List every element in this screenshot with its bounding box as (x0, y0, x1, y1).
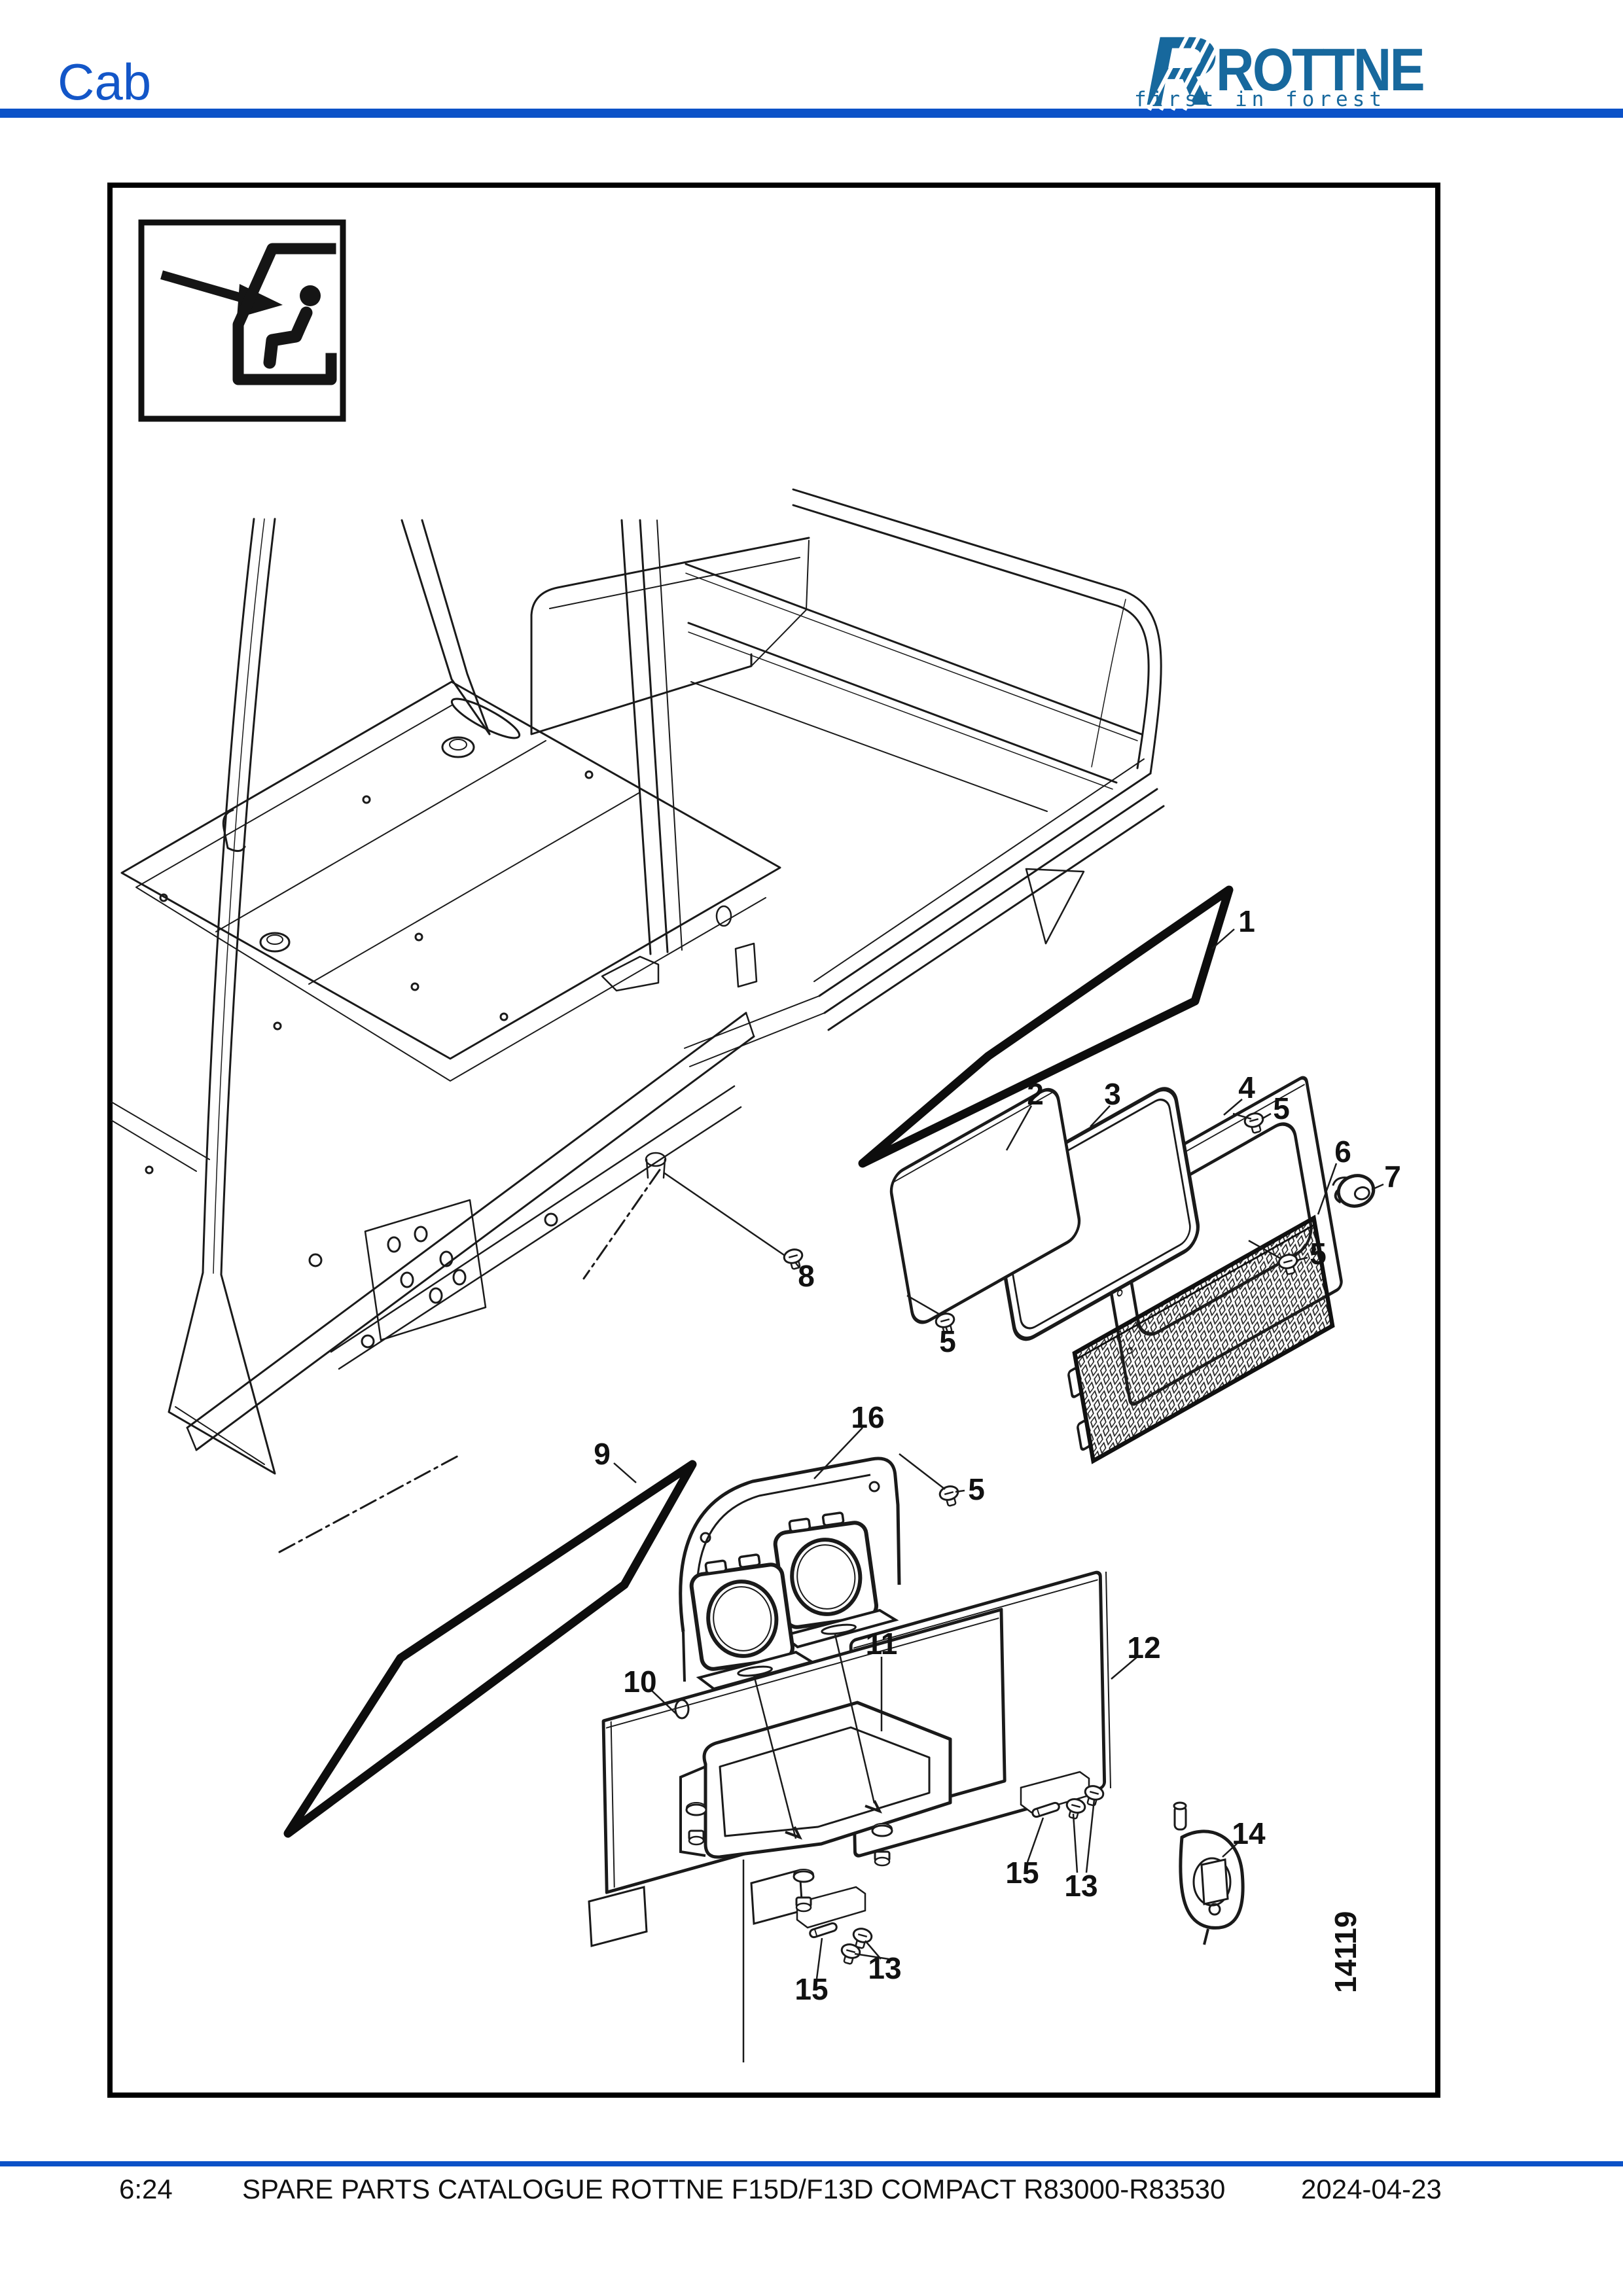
part-rear-window-seal (858, 885, 1234, 1168)
callout-label-5: 5 (1310, 1237, 1327, 1271)
callout-leader-line (1223, 1099, 1243, 1116)
callout-leader-line (1005, 1105, 1033, 1151)
part-mounting-bracket (679, 1701, 952, 1859)
callout-label-4: 4 (1238, 1070, 1255, 1104)
callout-leader-line (650, 1689, 677, 1715)
callout-label-8: 8 (798, 1259, 815, 1293)
page-title: Cab (58, 53, 151, 111)
brand-tagline: first in forest (1134, 88, 1386, 111)
callout-label-14: 14 (1232, 1816, 1266, 1850)
brand-logo: R ROTTNE first in forest (1134, 16, 1425, 126)
callout-label-13: 13 (868, 1951, 901, 1985)
callout-leader-line (794, 1262, 800, 1269)
callout-label-10: 10 (623, 1665, 656, 1699)
callout-label-5: 5 (939, 1324, 956, 1358)
callout-label-5: 5 (968, 1472, 985, 1506)
callout-leader-line (1296, 1256, 1308, 1262)
brand-wordmark: ROTTNE (1216, 37, 1423, 103)
cab-frame-wireframe (111, 488, 1165, 1475)
centerline-dashdot (278, 1169, 661, 1553)
cab-door-icon (232, 243, 337, 385)
callout-leader-line (865, 1940, 882, 1960)
latch-hardware (796, 1771, 1106, 1967)
callout-leader-line (955, 1489, 965, 1493)
callout-label-6: 6 (1334, 1135, 1351, 1169)
callout-label-7: 7 (1384, 1159, 1401, 1193)
callout-leader-line (613, 1462, 637, 1483)
callout-leader-line (1026, 1817, 1044, 1863)
callout-label-1: 1 (1238, 904, 1255, 938)
part-mesh-grille (1067, 1214, 1335, 1464)
footer-page-ref: 6:24 (119, 2174, 173, 2204)
callout-label-12: 12 (1127, 1631, 1160, 1665)
cab-access-pictogram (138, 219, 346, 422)
figure-number: 14119 (1329, 1911, 1363, 1993)
callout-leader-line (1222, 1841, 1240, 1858)
callout-leader-line (944, 1326, 949, 1333)
callout-leader-line (813, 1427, 863, 1479)
callout-label-11: 11 (866, 1627, 898, 1661)
assembly-leader-lines (663, 1112, 1282, 2062)
callout-leader-line (1111, 1656, 1138, 1680)
callout-label-5: 5 (1273, 1091, 1290, 1125)
callout-leader-line (1072, 1813, 1079, 1873)
part-front-window-seal (283, 1460, 697, 1838)
callout-leader-line (1317, 1163, 1338, 1215)
callout-label-15: 15 (794, 1972, 828, 2006)
callout-leader-line (1261, 1112, 1272, 1120)
part-knob (1332, 1174, 1376, 1208)
page-header: Cab R ROTTNE first in forest (0, 16, 1623, 126)
callout-leader-line (1085, 1799, 1096, 1873)
callout-leader-line (1371, 1183, 1384, 1191)
part-window-glass (889, 1087, 1081, 1324)
header-rule (0, 109, 1623, 118)
operator-seat-icon (263, 285, 321, 369)
callout-leader-line (1211, 928, 1235, 949)
footer-rule (0, 2161, 1623, 2166)
callout-leader-line (854, 1952, 889, 1960)
logo-hatch-stripes (1147, 33, 1221, 111)
part-door-handle (1173, 1801, 1245, 1945)
callout-leader-line (815, 1937, 823, 1979)
page-footer: 6:24 SPARE PARTS CATALOGUE ROTTNE F15D/F… (0, 2161, 1623, 2204)
callout-label-2: 2 (1027, 1077, 1044, 1111)
callout-label-9: 9 (594, 1437, 611, 1471)
callout-leader-line (1090, 1105, 1111, 1127)
footer-title: SPARE PARTS CATALOGUE ROTTNE F15D/F13D C… (242, 2174, 1225, 2204)
callout-label-16: 16 (851, 1400, 884, 1434)
callout-label-15: 15 (1005, 1856, 1039, 1890)
footer-date: 2024-04-23 (1301, 2174, 1442, 2204)
callout-label-13: 13 (1064, 1869, 1097, 1903)
callout-label-3: 3 (1104, 1077, 1121, 1111)
